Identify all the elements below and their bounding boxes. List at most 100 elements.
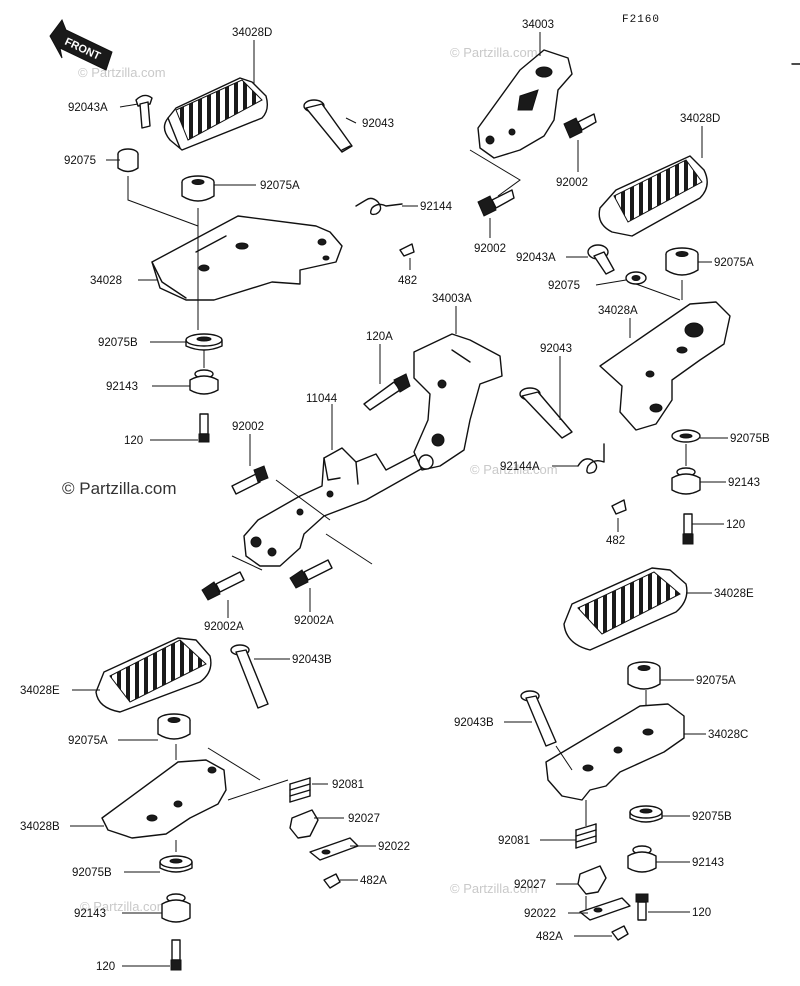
part-label: 92002 bbox=[474, 243, 506, 255]
part-label: 120 bbox=[124, 435, 143, 447]
bracket-34003 bbox=[477, 49, 573, 159]
part-label: 92043 bbox=[540, 343, 572, 355]
part-label: 92075A bbox=[714, 257, 754, 269]
washer-92022-right bbox=[579, 897, 631, 921]
bracket-11044 bbox=[243, 443, 445, 567]
detent-pin-92027-left bbox=[289, 809, 319, 839]
part-label: 92022 bbox=[524, 908, 556, 920]
part-label: 92022 bbox=[378, 841, 410, 853]
part-label: 92027 bbox=[514, 879, 546, 891]
part-label: 482 bbox=[606, 535, 625, 547]
bracket-34003a bbox=[413, 333, 503, 471]
part-label: 92075A bbox=[68, 735, 108, 747]
pin-92043b-left bbox=[230, 644, 269, 709]
clip-482-right bbox=[611, 499, 627, 515]
footpeg-bracket-34028a bbox=[599, 301, 731, 431]
bolt-92002-mid-right bbox=[477, 189, 515, 217]
part-label: 120 bbox=[96, 961, 115, 973]
footpeg-rubber-34028d-left bbox=[163, 77, 269, 151]
rubber-damper-92075a-left-lower bbox=[157, 713, 191, 740]
part-label: 92143 bbox=[728, 477, 760, 489]
washer-92075b-right-upper bbox=[671, 429, 701, 443]
part-label: 92002A bbox=[204, 621, 244, 633]
bolt-120-right-lower bbox=[635, 893, 649, 921]
watermark: © Partzilla.com bbox=[450, 45, 538, 60]
watermark: © Partzilla.com bbox=[470, 462, 558, 477]
collar-92143-left-upper bbox=[189, 369, 219, 395]
part-label: 92075B bbox=[730, 433, 770, 445]
watermark: © Partzilla.com bbox=[80, 899, 168, 914]
part-label: 92143 bbox=[74, 908, 106, 920]
washer-92075b-right-lower bbox=[629, 805, 663, 823]
part-label: 34003A bbox=[432, 293, 472, 305]
bolt-120-left-lower bbox=[170, 939, 182, 971]
part-label: 34028A bbox=[598, 305, 638, 317]
part-label: 92043 bbox=[362, 118, 394, 130]
leader-lines bbox=[70, 32, 728, 967]
part-label: 92075B bbox=[98, 337, 138, 349]
watermark: © Partzilla.com bbox=[78, 65, 166, 80]
part-label: 34028E bbox=[714, 588, 754, 600]
part-label: 92002 bbox=[232, 421, 264, 433]
part-label: 482A bbox=[536, 931, 563, 943]
part-label: 92075B bbox=[72, 867, 112, 879]
part-label: 92075B bbox=[692, 811, 732, 823]
collar-92143-left-lower bbox=[161, 893, 191, 923]
part-label: 92075 bbox=[64, 155, 96, 167]
part-label: 92043B bbox=[292, 654, 332, 666]
part-label: 120A bbox=[366, 331, 393, 343]
spring-92144a bbox=[577, 443, 605, 474]
rubber-damper-92075a-right-lower bbox=[627, 661, 661, 690]
assembly-lines bbox=[127, 149, 687, 910]
part-label: 34028D bbox=[680, 113, 720, 125]
washer-92075b-left bbox=[185, 333, 223, 351]
clip-482a-right bbox=[611, 925, 629, 941]
callout-labels: 34028D 92043A 92043 92075 92075A 92144 3… bbox=[20, 19, 770, 973]
part-label: 34028C bbox=[708, 729, 748, 741]
part-label: 92075 bbox=[548, 280, 580, 292]
bolt-92002a-right bbox=[289, 559, 333, 589]
bolt-120-right-upper bbox=[682, 513, 694, 545]
pin-92043-right bbox=[519, 387, 573, 439]
part-label: 92002A bbox=[294, 615, 334, 627]
part-label: 92027 bbox=[348, 813, 380, 825]
spring-92081-left bbox=[289, 777, 311, 803]
footpeg-rubber-34028e-right bbox=[563, 567, 688, 651]
front-arrow-icon: FRONT bbox=[49, 18, 113, 71]
footpeg-rubber-34028e-left bbox=[95, 637, 212, 713]
collar-92075-left bbox=[117, 148, 139, 173]
washer-92075b-left-lower bbox=[159, 855, 193, 873]
spring-92144-left bbox=[355, 197, 403, 216]
part-label: 482A bbox=[360, 875, 387, 887]
footpeg-rubber-34028d-right bbox=[598, 155, 708, 237]
part-label: 92075A bbox=[260, 180, 300, 192]
collar-92143-right-upper bbox=[671, 467, 701, 495]
part-label: 11044 bbox=[306, 393, 338, 405]
rubber-damper-92075a-right bbox=[665, 247, 699, 276]
part-label: 92143 bbox=[692, 857, 724, 869]
pin-92043-left bbox=[303, 99, 353, 153]
watermark-layer: © Partzilla.com © Partzilla.com © Partzi… bbox=[62, 45, 558, 914]
part-label: 34028B bbox=[20, 821, 60, 833]
part-label: 92075A bbox=[696, 675, 736, 687]
part-label: 92143 bbox=[106, 381, 138, 393]
footpeg-bracket-34028c bbox=[545, 703, 685, 801]
collar-92075-right bbox=[625, 271, 647, 285]
detent-pin-92027-right bbox=[577, 865, 607, 895]
bolt-92002a-left bbox=[201, 571, 245, 601]
part-label: 92144 bbox=[420, 201, 453, 213]
part-label: 92043A bbox=[516, 252, 556, 264]
watermark: © Partzilla.com bbox=[450, 881, 538, 896]
bolt-120-left-upper bbox=[198, 413, 210, 443]
bolt-92002-center bbox=[231, 465, 269, 495]
clip-482a-left bbox=[323, 873, 341, 889]
pin-92043b-right bbox=[520, 690, 557, 747]
part-label: 92043A bbox=[68, 102, 108, 114]
pin-92043a-right bbox=[587, 244, 615, 275]
part-label: 34003 bbox=[522, 19, 554, 31]
part-label: 120 bbox=[726, 519, 745, 531]
part-label: 34028 bbox=[90, 275, 122, 287]
footpeg-bracket-34028b bbox=[101, 759, 227, 839]
part-label: 34028D bbox=[232, 27, 272, 39]
